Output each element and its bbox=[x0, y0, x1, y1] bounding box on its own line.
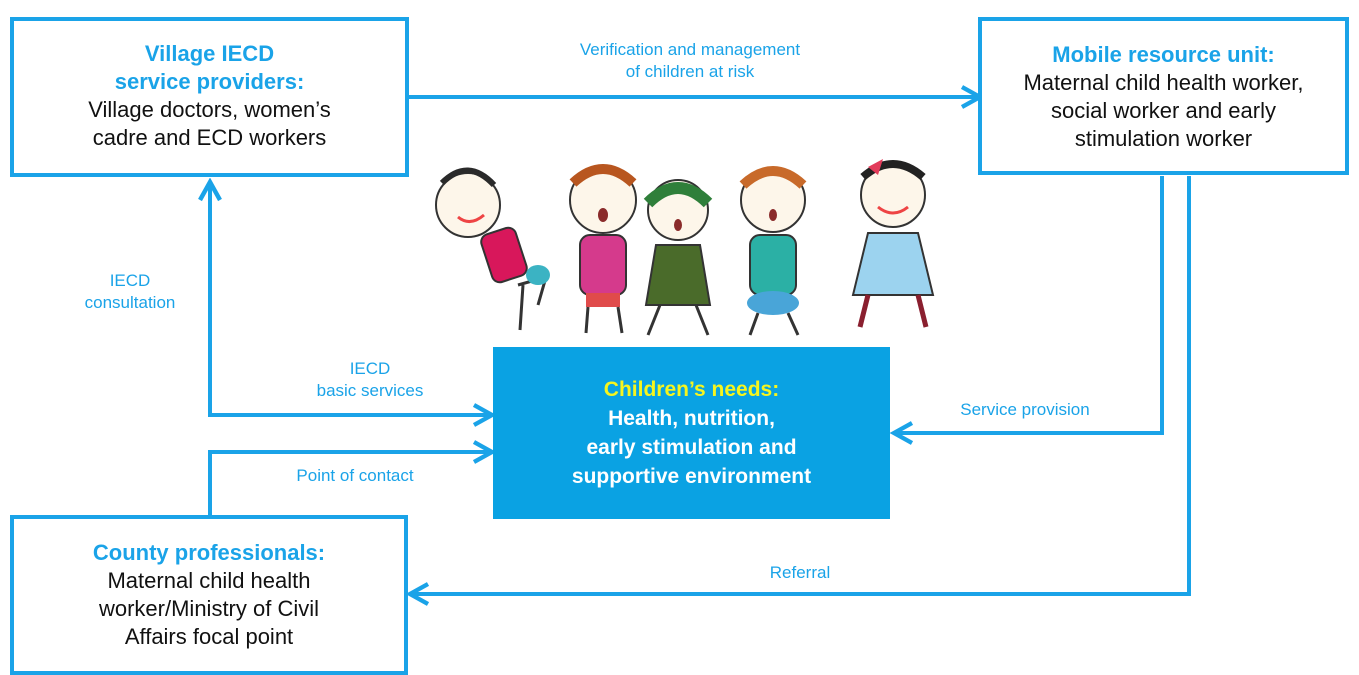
childrens-needs-line2: early stimulation and bbox=[586, 436, 797, 459]
county-professionals-body-line2: worker/Ministry of Civil bbox=[98, 596, 320, 621]
mobile-unit-body-line3: stimulation worker bbox=[1074, 126, 1253, 151]
basic-services-label: IECD basic services bbox=[280, 358, 460, 402]
childrens-needs-line3: supportive environment bbox=[571, 465, 812, 488]
child-figure-2 bbox=[569, 164, 637, 334]
county-professionals-body-line3: Affairs focal point bbox=[124, 624, 294, 649]
childrens-needs-line1: Health, nutrition, bbox=[608, 407, 775, 430]
village-providers-body-line2: cadre and ECD workers bbox=[92, 125, 327, 150]
county-professionals-box: County professionals: Maternal child hea… bbox=[10, 515, 408, 675]
childrens-needs-title: Children’s needs: bbox=[603, 378, 780, 401]
service-provision-arrow bbox=[894, 176, 1164, 433]
village-providers-box: Village IECD service providers: Village … bbox=[10, 17, 409, 177]
point-of-contact-label: Point of contact bbox=[296, 466, 414, 485]
verification-label-line2: of children at risk bbox=[625, 62, 755, 81]
children-illustration bbox=[435, 159, 935, 336]
child-figure-3 bbox=[643, 179, 713, 336]
mobile-unit-box: Mobile resource unit: Maternal child hea… bbox=[978, 17, 1349, 175]
basic-services-label-line1: IECD bbox=[349, 359, 391, 378]
mobile-unit-body-line1: Maternal child health worker, bbox=[1023, 70, 1304, 95]
verification-label: Verification and management of children … bbox=[520, 39, 860, 83]
verification-label-line1: Verification and management bbox=[579, 40, 801, 59]
county-professionals-body-line1: Maternal child health bbox=[107, 568, 311, 593]
child-figure-1 bbox=[435, 167, 550, 331]
village-providers-title-line1: Village IECD bbox=[144, 41, 275, 66]
consultation-label-line2: consultation bbox=[84, 293, 176, 312]
basic-services-label-line2: basic services bbox=[316, 381, 424, 400]
mobile-unit-body-line2: social worker and early bbox=[1051, 98, 1276, 123]
village-providers-title-line2: service providers: bbox=[114, 69, 305, 94]
referral-label: Referral bbox=[769, 563, 831, 582]
consultation-label-line1: IECD bbox=[109, 271, 151, 290]
county-professionals-title: County professionals: bbox=[92, 540, 326, 565]
consultation-label: IECD consultation bbox=[50, 270, 210, 314]
point-of-contact-arrow bbox=[208, 452, 492, 517]
referral-arrow bbox=[410, 176, 1191, 594]
service-provision-label: Service provision bbox=[960, 400, 1090, 419]
child-figure-4 bbox=[739, 166, 807, 336]
child-figure-5 bbox=[851, 159, 935, 328]
childrens-needs-box: Children’s needs: Health, nutrition, ear… bbox=[493, 347, 890, 519]
mobile-unit-title: Mobile resource unit: bbox=[1052, 42, 1275, 67]
village-providers-body-line1: Village doctors, women’s bbox=[88, 97, 331, 122]
consultation-arrow bbox=[210, 182, 492, 415]
